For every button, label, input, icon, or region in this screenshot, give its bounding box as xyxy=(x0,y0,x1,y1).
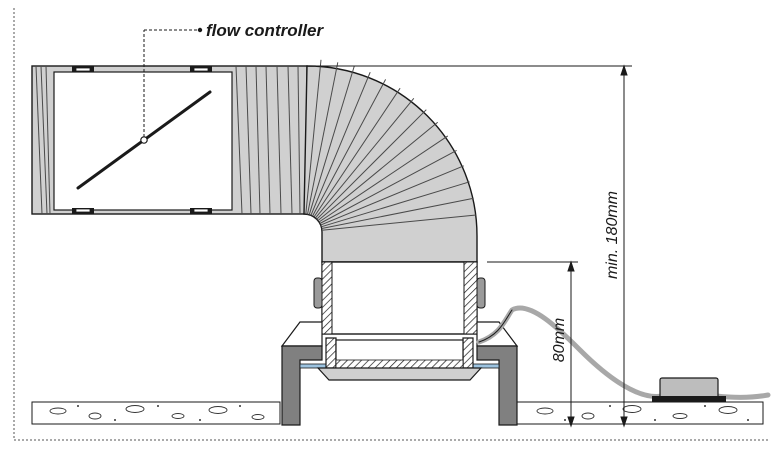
duct-elbow xyxy=(303,59,478,263)
ceiling-slab xyxy=(31,401,764,425)
dimension-80-label: 80mm xyxy=(551,318,568,362)
label-leader xyxy=(143,29,200,137)
dimension-80 xyxy=(487,260,578,428)
junction-box xyxy=(652,377,726,402)
vertical-pipe xyxy=(313,261,486,335)
dotted-frame xyxy=(13,8,770,441)
housing xyxy=(280,321,519,426)
flow-controller-damper xyxy=(76,90,212,190)
dimension-min-180 xyxy=(307,64,632,428)
leader-dot xyxy=(197,27,203,33)
flow-controller-label: flow controller xyxy=(206,21,325,40)
straight-duct xyxy=(31,65,308,215)
min-height-label: min. 180mm xyxy=(604,191,621,279)
